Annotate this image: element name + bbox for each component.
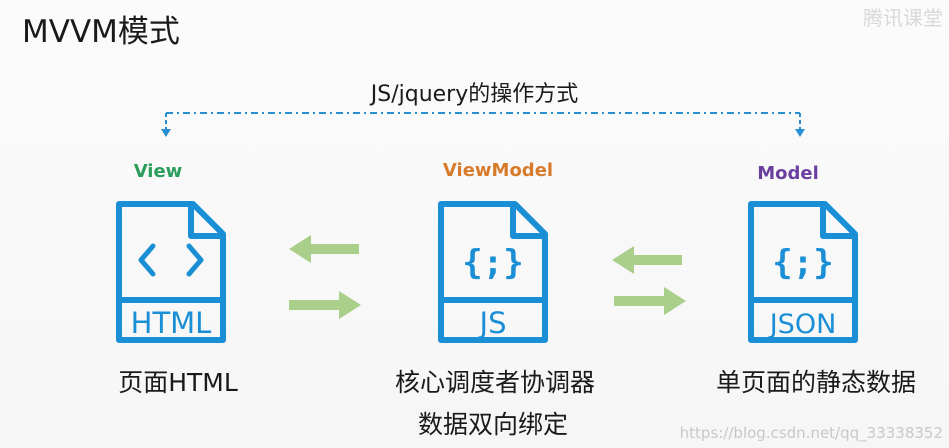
viewmodel-label: ViewModel — [442, 160, 554, 181]
slide-title: MVVM模式 — [22, 14, 180, 50]
json-file-icon: {;} JSON — [748, 201, 858, 343]
html-file-icon: HTML — [116, 201, 226, 343]
js-file-icon: {;} JS — [438, 201, 548, 343]
watermark-url: https://blog.csdn.net/qq_33338352 — [679, 424, 943, 442]
arrow-vm-to-model — [614, 287, 686, 315]
top-label: JS/jquery的操作方式 — [370, 82, 579, 107]
arrow-model-to-vm — [612, 246, 682, 274]
dash-arrowhead-left — [161, 129, 171, 137]
arrow-vm-to-view — [289, 235, 359, 263]
svg-text:{;}: {;} — [462, 243, 523, 283]
view-caption: 页面HTML — [118, 368, 238, 397]
dash-arrowhead-right — [795, 129, 805, 137]
watermark-logo: 腾讯课堂 — [863, 6, 943, 30]
js-file-type: JS — [478, 306, 507, 340]
model-caption: 单页面的静态数据 — [715, 368, 916, 397]
viewmodel-caption: 核心调度者协调器 — [394, 368, 595, 397]
svg-text:{;}: {;} — [772, 243, 833, 283]
html-file-type: HTML — [131, 306, 212, 340]
model-label: Model — [757, 163, 819, 184]
json-file-type: JSON — [768, 309, 837, 340]
binding-caption: 数据双向绑定 — [417, 410, 568, 439]
view-label: View — [133, 161, 183, 182]
arrow-view-to-vm — [289, 291, 361, 319]
